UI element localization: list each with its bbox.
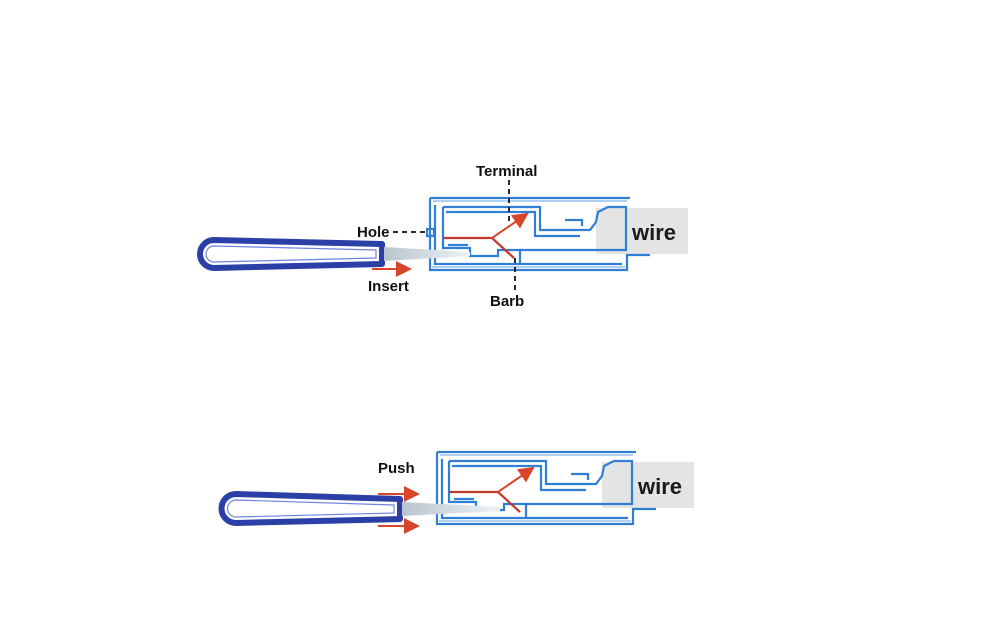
extraction-tool-icon — [197, 237, 470, 271]
callout-lines-1 — [393, 180, 516, 290]
connector-housing-2-highlight — [439, 454, 633, 522]
insert-diagram: wire — [197, 163, 688, 310]
insert-label: Insert — [368, 278, 409, 295]
push-label: Push — [378, 460, 415, 477]
wire-box-2: wire — [602, 462, 694, 508]
connector-housing-1-highlight — [432, 200, 627, 268]
wire-box-1: wire — [596, 208, 688, 254]
wire-label-2: wire — [637, 474, 682, 499]
red-arrow-icon — [491, 212, 529, 239]
terminal-label: Terminal — [476, 163, 537, 180]
wire-label-1: wire — [631, 220, 676, 245]
red-arrow-icon — [497, 466, 535, 493]
extraction-tool-icon — [218, 491, 500, 526]
connector-housing-1 — [425, 196, 650, 272]
barb-label: Barb — [490, 293, 524, 310]
hole-label: Hole — [357, 224, 390, 241]
push-diagram: wire Push — [218, 450, 694, 534]
